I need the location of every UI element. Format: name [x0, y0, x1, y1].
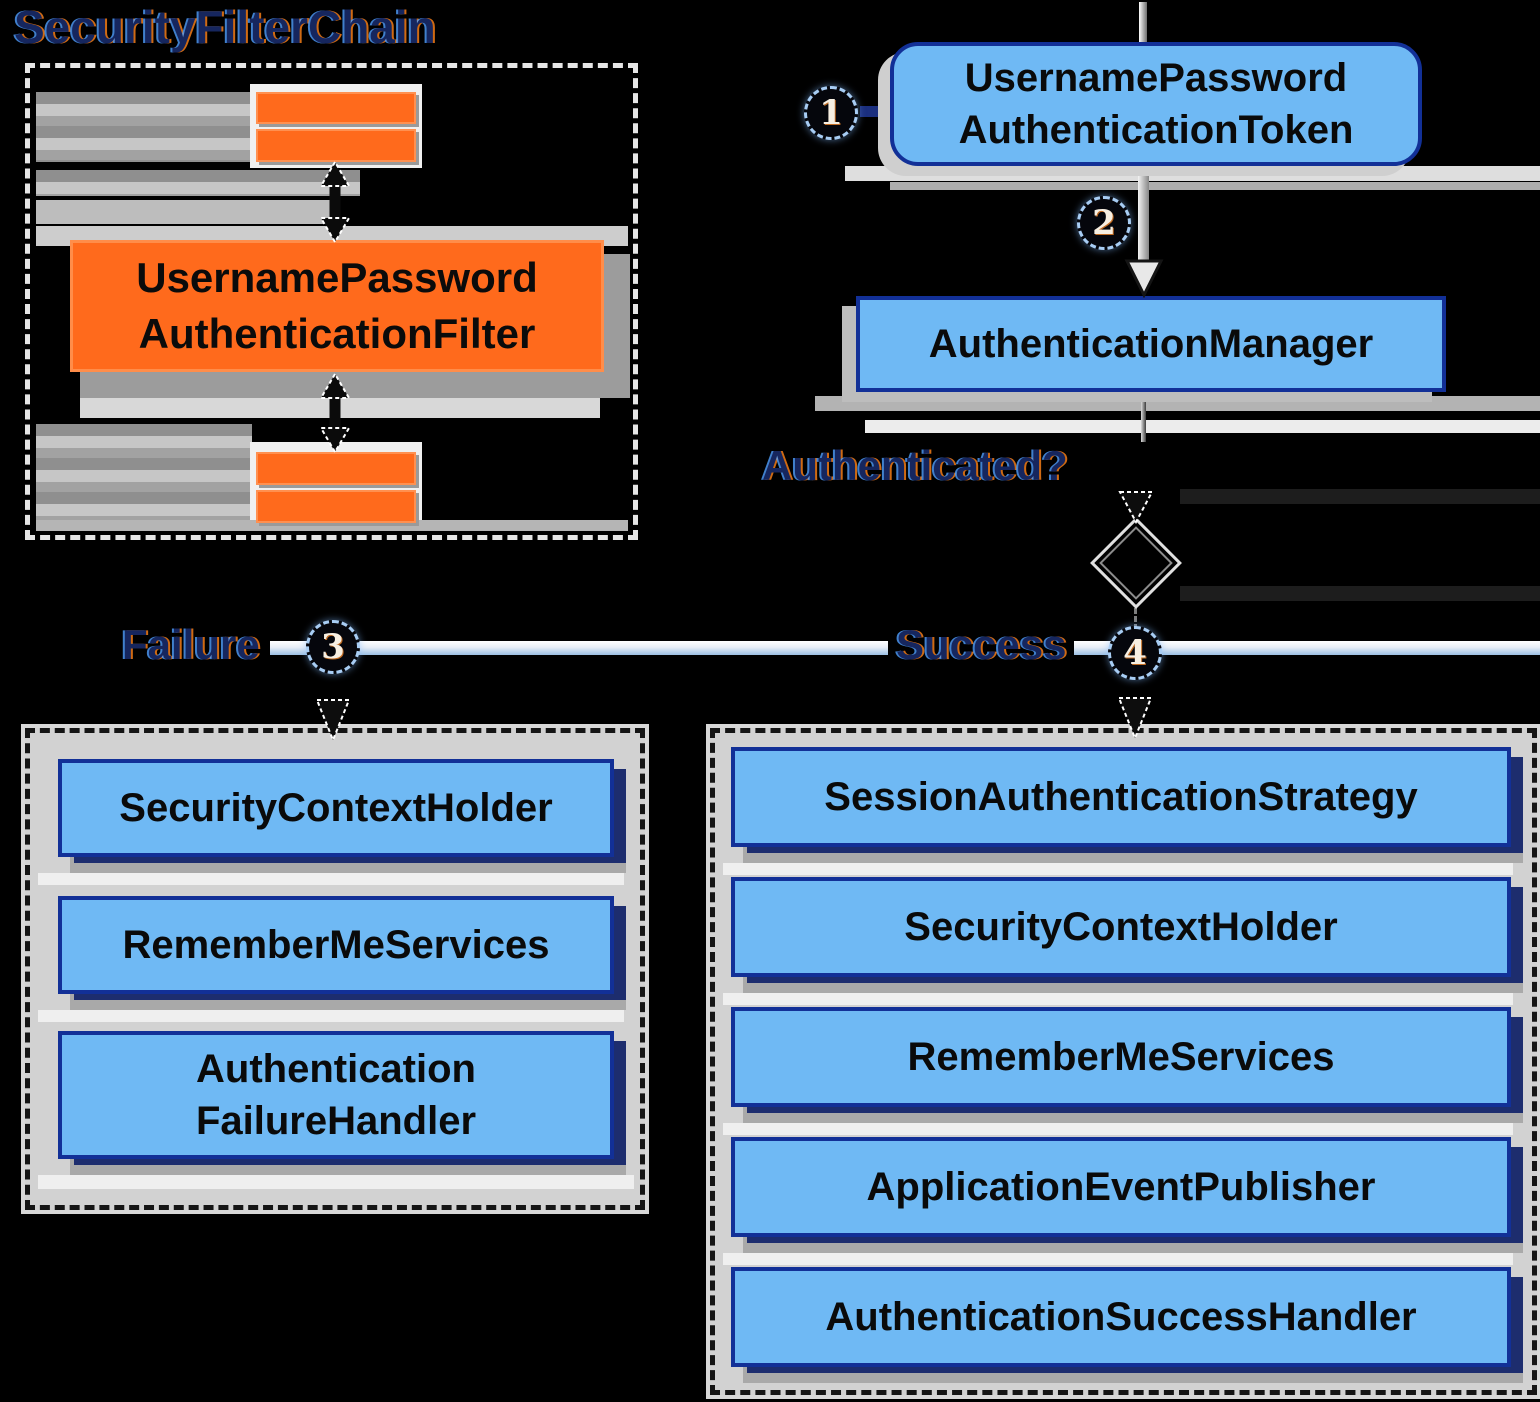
filter-bar — [256, 452, 416, 485]
arrowhead-icon — [1117, 697, 1153, 740]
arrowhead-icon — [1118, 491, 1154, 524]
authentication-manager-box: AuthenticationManager — [856, 296, 1446, 392]
filter-box-label-line1: UsernamePassword — [136, 254, 538, 301]
panel-item-label: Authentication — [196, 1047, 476, 1091]
security-filter-chain-container: UsernamePassword AuthenticationFilter — [25, 63, 638, 540]
filter-box-label-line2: AuthenticationFilter — [138, 310, 536, 357]
panel-item-label: SecurityContextHolder — [119, 786, 553, 830]
remember-me-services-box: RememberMeServices — [731, 1007, 1511, 1107]
incoming-connector-line — [1139, 2, 1147, 42]
session-authentication-strategy-box: SessionAuthenticationStrategy — [731, 747, 1511, 847]
failure-panel: SecurityContextHolder RememberMeServices… — [25, 728, 645, 1210]
security-filter-chain-title: SecurityFilterChain — [14, 1, 436, 53]
panel-item-label: SessionAuthenticationStrategy — [824, 775, 1418, 819]
shadow-band — [890, 182, 1540, 190]
panel-item-label: ApplicationEventPublisher — [866, 1165, 1376, 1209]
shadow-band — [1180, 586, 1540, 601]
step-2-badge: 2 — [1077, 196, 1131, 250]
authentication-manager-label: AuthenticationManager — [928, 322, 1374, 366]
username-password-authentication-filter-box: UsernamePassword AuthenticationFilter — [70, 240, 604, 372]
flow-line — [1141, 392, 1146, 442]
shadow-stripe — [36, 170, 360, 196]
panel-item-label: RememberMeServices — [907, 1035, 1335, 1079]
panel-band — [38, 873, 624, 885]
filter-bar — [256, 92, 416, 124]
badge-connector — [860, 106, 878, 117]
arrowhead-icon — [1124, 259, 1164, 298]
panel-item-label: FailureHandler — [195, 1099, 477, 1143]
panel-item-label: RememberMeServices — [122, 923, 550, 967]
panel-band — [723, 863, 1513, 875]
authentication-success-handler-box: AuthenticationSuccessHandler — [731, 1267, 1511, 1367]
success-label: Success — [888, 621, 1075, 669]
arrowhead-icon — [315, 699, 351, 742]
shadow-band — [845, 166, 1540, 181]
shadow-stripe — [80, 372, 630, 398]
failure-label: Failure — [114, 621, 268, 669]
authentication-failure-handler-box: Authentication FailureHandler — [58, 1031, 614, 1159]
token-label-line1: UsernamePassword — [964, 56, 1348, 100]
shadow-stripe — [36, 92, 252, 162]
shadow-stripe — [36, 520, 628, 531]
shadow-band — [815, 396, 1540, 411]
shadow-band — [1180, 489, 1540, 504]
panel-band — [723, 1123, 1513, 1135]
decision-diamond-icon — [1090, 517, 1182, 609]
username-password-authentication-token-box: UsernamePassword AuthenticationToken — [890, 42, 1422, 166]
security-context-holder-box: SecurityContextHolder — [731, 877, 1511, 977]
flow-arrow-line — [1138, 166, 1149, 264]
filter-bar — [256, 129, 416, 162]
dashed-line — [1134, 608, 1137, 630]
security-context-holder-box: SecurityContextHolder — [58, 759, 614, 857]
step-1-badge: 1 — [804, 86, 858, 140]
application-event-publisher-box: ApplicationEventPublisher — [731, 1137, 1511, 1237]
panel-item-label: SecurityContextHolder — [904, 905, 1338, 949]
token-label-line2: AuthenticationToken — [958, 108, 1354, 152]
double-arrow-icon — [319, 372, 351, 454]
authenticated-question-label: Authenticated? — [762, 442, 1068, 490]
panel-item-label: AuthenticationSuccessHandler — [825, 1295, 1417, 1339]
step-4-badge: 4 — [1108, 626, 1162, 680]
double-arrow-icon — [319, 160, 351, 244]
filter-bar — [256, 490, 416, 523]
step-3-badge: 3 — [306, 620, 360, 674]
remember-me-services-box: RememberMeServices — [58, 896, 614, 994]
success-panel: SessionAuthenticationStrategy SecurityCo… — [710, 728, 1537, 1395]
shadow-stripe — [604, 254, 630, 380]
panel-band — [38, 1175, 634, 1189]
panel-band — [38, 1010, 624, 1022]
shadow-band — [865, 420, 1540, 433]
shadow-stripe — [36, 424, 252, 520]
shadow-stripe — [36, 200, 336, 224]
panel-band — [723, 1253, 1513, 1265]
panel-band — [723, 993, 1513, 1005]
